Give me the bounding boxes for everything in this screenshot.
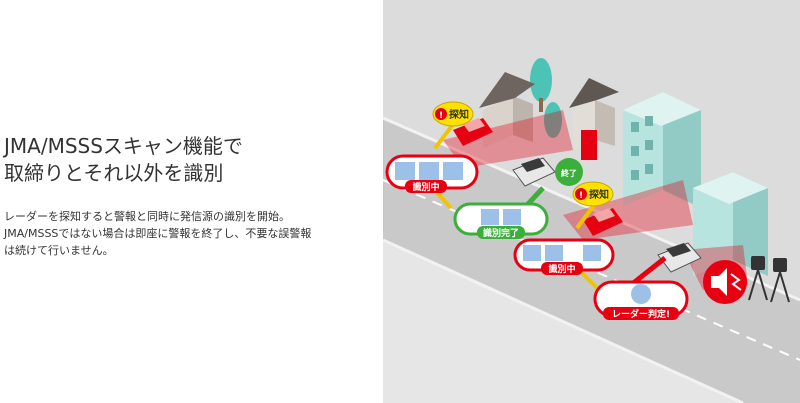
scan-icon — [545, 245, 563, 261]
scan-icon — [419, 162, 439, 180]
radar-judged-label: レーダー判定! — [612, 308, 670, 320]
tree — [544, 102, 562, 138]
scan-icon — [503, 209, 521, 225]
radar-icon — [631, 284, 651, 304]
detect-label-1: 探知 — [449, 108, 469, 121]
description-line-2: JMA/MSSSではない場合は即座に警報を終了し、不要な誤警報 — [4, 227, 312, 240]
scan-icon — [443, 162, 463, 180]
lane-divider — [383, 179, 800, 361]
radar-beam-1 — [443, 110, 573, 168]
building-right-roof — [693, 172, 768, 204]
identifying-label-1: 識別中 — [412, 181, 439, 193]
radar-device-1 — [748, 256, 768, 301]
svg-text:!: ! — [439, 111, 443, 121]
detect-label-2: 探知 — [589, 188, 609, 201]
house — [483, 96, 513, 148]
text-panel: JMA/MSSSスキャン機能で 取締りとそれ以外を識別 レーダーを探知すると警報… — [0, 0, 383, 403]
description-line-3: は続けて行いません。 — [4, 244, 114, 257]
office-windows — [631, 116, 653, 180]
svg-text:!: ! — [579, 191, 583, 201]
description-line-1: レーダーを探知すると警報と同時に発信源の識別を開始。 — [4, 210, 290, 223]
house-roof — [569, 78, 619, 108]
house-roof — [479, 72, 535, 108]
radar-device-2 — [770, 258, 790, 303]
scan-icon — [395, 162, 415, 180]
tree — [530, 58, 552, 102]
scan-icon — [583, 245, 601, 261]
radar-judged-badge: レーダー判定! — [593, 280, 689, 320]
office-building-roof — [623, 92, 701, 126]
car-silver-2 — [657, 242, 702, 273]
identified-badge: 識別完了 — [453, 202, 549, 239]
identifying-badge-2: 識別中 — [513, 238, 615, 275]
scan-icon — [481, 209, 499, 225]
illustration-canvas: ! 探知 識別中 識別完了 終了 ! — [383, 58, 800, 403]
identifying-badge-1: 識別中 — [385, 154, 479, 193]
house-side — [595, 100, 615, 146]
end-label: 終了 — [561, 168, 577, 178]
radar-scan-illustration: ! 探知 識別中 識別完了 終了 ! — [383, 0, 800, 403]
radar-alert-icon — [703, 260, 747, 304]
tree-trunk — [539, 98, 543, 112]
headline-line-2: 取締りとそれ以外を識別 — [4, 161, 224, 185]
road-edge-bottom — [383, 238, 744, 403]
scan-icon — [523, 245, 541, 261]
car-red-1 — [453, 118, 493, 146]
identifying-label-2: 識別中 — [548, 263, 575, 275]
detect-badge-2: ! 探知 — [572, 181, 614, 207]
car-red-2 — [583, 208, 623, 236]
feature-headline: JMA/MSSSスキャン機能で 取締りとそれ以外を識別 — [4, 133, 243, 187]
vending-machine — [581, 130, 597, 160]
detect-badge-1: ! 探知 — [432, 101, 474, 127]
headline-line-1: JMA/MSSSスキャン機能で — [4, 134, 243, 158]
end-badge: 終了 — [555, 158, 583, 186]
house-side — [513, 96, 533, 142]
identified-label: 識別完了 — [483, 227, 519, 239]
feature-description: レーダーを探知すると警報と同時に発信源の識別を開始。 JMA/MSSSではない場… — [4, 208, 311, 259]
